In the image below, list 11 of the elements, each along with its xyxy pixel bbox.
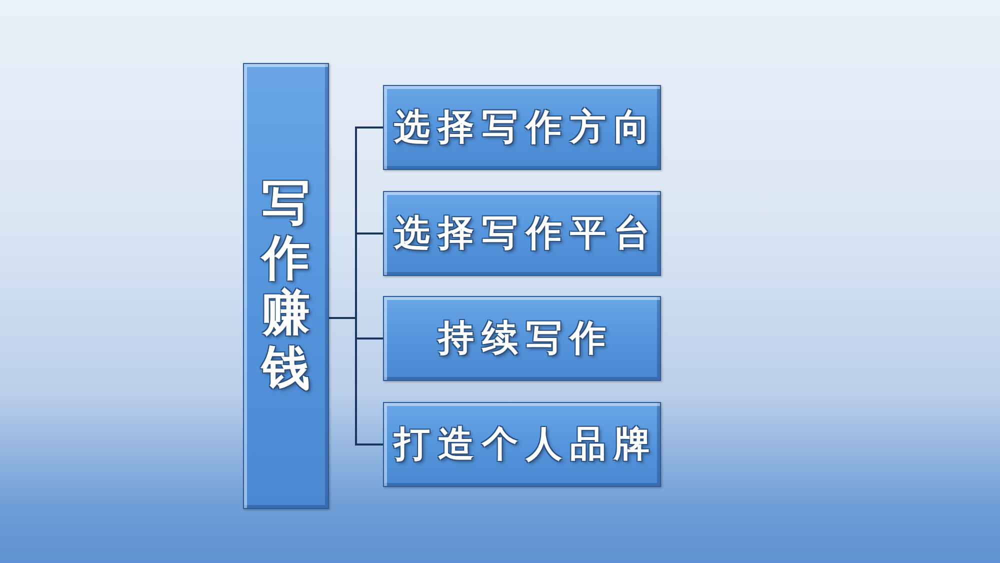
topic-box [243,63,329,509]
branch-text: 选择写作平台 [393,211,658,256]
branch-text: 打造个人品牌 [392,422,658,467]
branch-box [383,296,661,381]
branch-box [383,85,661,170]
topic-text: 写作赚钱 [262,176,310,396]
connector-line [329,317,383,446]
branch-box [383,402,661,487]
branch-text: 持续写作 [436,316,614,361]
branch-text: 选择写作方向 [393,105,658,150]
branch-box [383,191,661,276]
